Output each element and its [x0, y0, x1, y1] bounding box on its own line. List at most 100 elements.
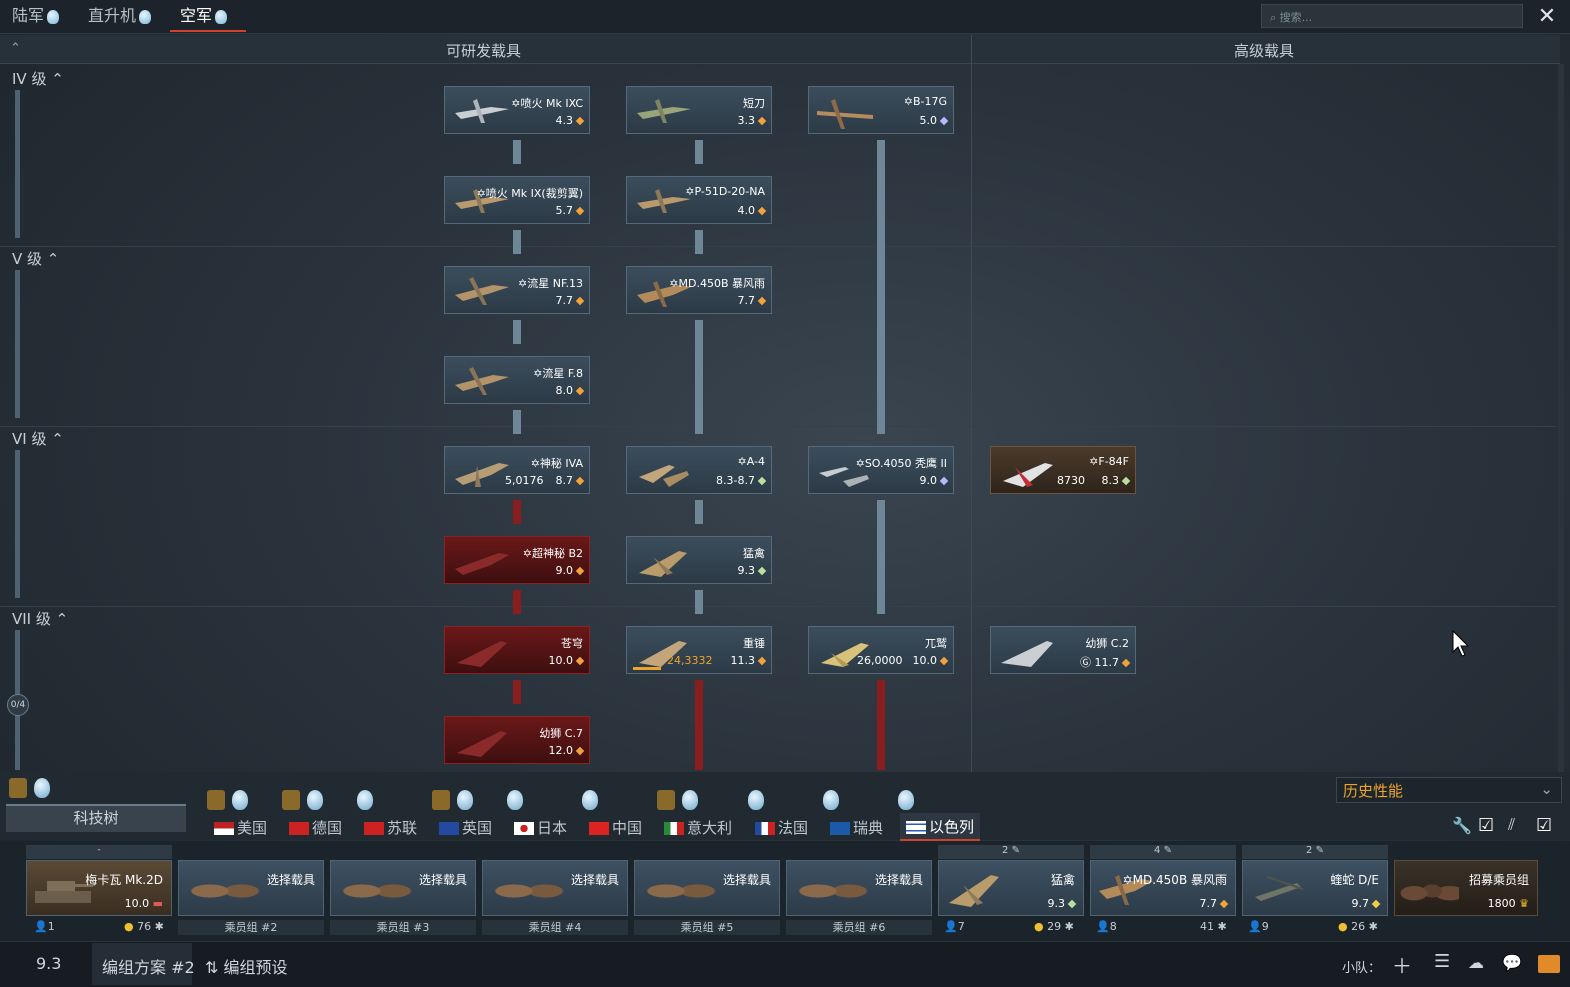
crew-slot-8[interactable]: ✡MD.450B 暴风雨 7.7 [1090, 860, 1236, 916]
crew-slot-1[interactable]: 梅卡瓦 Mk.2D 10.0 ▬ [26, 860, 172, 916]
vehicle-card[interactable]: ✡流星 F.8 8.0 [444, 356, 590, 404]
nation-tab-france[interactable]: 法国 [755, 817, 808, 839]
preset-select[interactable] [92, 943, 192, 985]
crew-number: 👤1 [34, 920, 55, 933]
add-squad-icon[interactable]: ＋ [1392, 954, 1412, 978]
rank-progress-badge: 0/4 [7, 694, 29, 716]
squad-br: 9.3 [36, 954, 62, 973]
rank-label-iv[interactable]: IV 级 ⌃ [12, 70, 64, 88]
rank-progress-bar [15, 90, 20, 238]
crew-slot-9[interactable]: 蝰蛇 D/E 9.7 [1242, 860, 1388, 916]
aircraft-icon [457, 641, 507, 667]
crew-portrait [487, 869, 577, 913]
aircraft-icon [455, 189, 509, 213]
nation-tab-italy[interactable]: 意大利 [664, 817, 732, 839]
bulb-icon [823, 790, 839, 810]
nation-tab-sweden[interactable]: 瑞典 [830, 817, 883, 839]
select-vehicle-label: 选择载具 [418, 873, 467, 887]
nation-bar [0, 772, 1570, 840]
vehicle-card[interactable]: 猛禽 9.3 [626, 536, 772, 584]
crew-slot-3[interactable]: 选择载具 [330, 860, 476, 916]
gold-icon: Ⓖ [1080, 656, 1095, 669]
presets-button[interactable]: ⇅ 编组预设 [205, 958, 288, 977]
recruit-crew-button[interactable]: 招募乘员组 1800 ♛ [1394, 860, 1538, 916]
helicopter-icon [1255, 876, 1304, 901]
nation-tab-ussr[interactable]: 苏联 [364, 817, 417, 839]
vehicle-card[interactable]: 兀鹫 26,0000 10.0 [808, 626, 954, 674]
vehicle-card[interactable]: ✡神秘 IVA 5,0176 8.7 [444, 446, 590, 494]
checkmark-icon[interactable]: ☑ [1536, 815, 1553, 836]
vehicle-br: 5.7 [556, 204, 585, 217]
aircraft-icon [1003, 463, 1053, 487]
nation-tab-japan[interactable]: 日本 [514, 817, 567, 839]
rank-label-vii[interactable]: VII 级 ⌃ [12, 610, 69, 628]
vehicle-card[interactable]: 幼狮 C.2 Ⓖ 11.7 [990, 626, 1136, 674]
crew-slot-6[interactable]: 选择载具 [786, 860, 932, 916]
checkmark-icon[interactable]: ☑ [1478, 815, 1495, 836]
nation-tab-britain[interactable]: 英国 [439, 817, 492, 839]
close-button[interactable]: ✕ [1537, 4, 1557, 29]
vehicle-card[interactable]: 幼狮 C.7 12.0 [444, 716, 590, 764]
chat-icon[interactable]: 💬 [1502, 953, 1522, 972]
tab-helicopter[interactable]: 直升机 [88, 4, 152, 32]
aircraft-icon [455, 277, 509, 305]
research-points: 26,0000 [857, 654, 903, 667]
scrollbar[interactable] [1558, 64, 1564, 772]
crew-slot-5[interactable]: 选择载具 [634, 860, 780, 916]
sort-icon: ⇅ [205, 958, 219, 977]
rank-label-vi[interactable]: VI 级 ⌃ [12, 430, 64, 448]
friends-icon[interactable]: ☁ [1468, 953, 1484, 972]
tree-connector [513, 500, 521, 524]
crew-count: 41 ✱ [1200, 920, 1227, 933]
vehicle-card[interactable]: ✡喷火 Mk IXC 4.3 [444, 86, 590, 134]
vehicle-card[interactable]: ✡F-84F 8730 8.3 [990, 446, 1136, 494]
vehicle-card[interactable]: 重锤 24,3332 11.3 [626, 626, 772, 674]
tab-aviation[interactable]: 空军 [170, 4, 246, 32]
vehicle-card[interactable]: ✡喷火 Mk IX(裁剪翼) 5.7 [444, 176, 590, 224]
slot-br: 9.3 [1048, 897, 1077, 910]
header-researchable: 可研发载具 [446, 42, 522, 60]
select-vehicle-label: 选择载具 [266, 873, 315, 887]
tree-connector [695, 320, 703, 434]
nation-tab-china[interactable]: 中国 [589, 817, 642, 839]
nation-tab-usa[interactable]: 美国 [214, 817, 267, 839]
vehicle-name: 幼狮 C.2 [1085, 637, 1129, 650]
mail-icon[interactable] [1538, 955, 1560, 973]
collapse-all-icon[interactable]: ⌃ [10, 41, 21, 56]
crew-count: ● 76 ✱ [124, 920, 164, 933]
list-icon[interactable]: ☰ [1434, 951, 1451, 972]
tab-ground[interactable]: 陆军 [12, 4, 60, 32]
bulb-icon [582, 790, 598, 810]
vehicle-card[interactable]: 短刀 3.3 [626, 86, 772, 134]
tree-connector [877, 140, 885, 434]
crew-slot-7[interactable]: 猛禽 9.3 [938, 860, 1084, 916]
vehicle-card[interactable]: ✡B-17G 5.0 [808, 86, 954, 134]
vehicle-card[interactable]: 苍穹 10.0 [444, 626, 590, 674]
tech-tree-button[interactable]: 科技树 [6, 804, 186, 832]
ammo-icon[interactable]: ⫽ [1508, 815, 1516, 834]
slot-vehicle-name: ✡MD.450B 暴风雨 [1122, 873, 1227, 887]
vehicle-card[interactable]: ✡SO.4050 秃鹰 II 9.0 [808, 446, 954, 494]
nation-tab-germany[interactable]: 德国 [289, 817, 342, 839]
search-input[interactable]: ⌕ 搜索... [1261, 4, 1523, 28]
aircraft-icon [821, 643, 869, 667]
history-performance-select[interactable]: 历史性能⌄ [1336, 777, 1562, 803]
crew-portrait [335, 869, 425, 913]
vehicle-name: 兀鹫 [925, 637, 947, 650]
vehicle-name: ✡MD.450B 暴风雨 [669, 277, 765, 290]
vehicle-card[interactable]: ✡P-51D-20-NA 4.0 [626, 176, 772, 224]
repair-icon[interactable]: 🔧 [1452, 816, 1472, 835]
vehicle-card[interactable]: ✡超神秘 B2 9.0 [444, 536, 590, 584]
vehicle-br: 4.0 [738, 204, 767, 217]
vehicle-card[interactable]: ✡A-4 8.3-8.7 [626, 446, 772, 494]
vehicle-br: 9.0 [556, 564, 585, 577]
vehicle-card[interactable]: ✡流星 NF.13 7.7 [444, 266, 590, 314]
vehicle-card[interactable]: ✡MD.450B 暴风雨 7.7 [626, 266, 772, 314]
preset-name: 编组方案 #2 [102, 958, 195, 977]
crew-slot-4[interactable]: 选择载具 [482, 860, 628, 916]
aircraft-icon [637, 99, 691, 123]
search-icon: ⌕ [1270, 11, 1277, 24]
rank-label-v[interactable]: V 级 ⌃ [12, 250, 60, 268]
nation-tab-israel[interactable]: 以色列 [900, 813, 981, 841]
crew-slot-2[interactable]: 选择载具 [178, 860, 324, 916]
